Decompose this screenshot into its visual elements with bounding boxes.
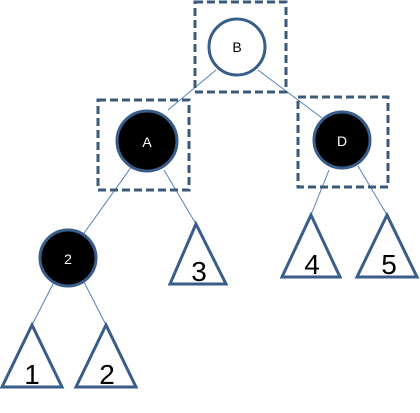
edge-left-t3 [163,169,197,225]
subtree-label-1: 1 [24,359,40,390]
subtree-label-2: 2 [99,359,115,390]
dashed-box-root [193,0,288,94]
node-labels: B A D 2 [64,39,347,267]
nodes [38,17,372,288]
dashed-box-left [96,98,191,192]
node-label-left: A [142,134,152,150]
tree-node-right [312,110,372,170]
subtree-triangle-3 [167,220,229,286]
subtree-triangle-4 [279,211,343,279]
tree-node-left-left [38,228,98,288]
subtree-triangle-2 [73,321,139,389]
edge-right-t4 [310,169,330,216]
subtree-label-3: 3 [191,256,207,287]
edge-right-t5 [357,165,388,216]
edge-left-leftleft [81,165,133,237]
edges [31,69,388,326]
subtree-label-4: 4 [304,249,320,280]
node-label-right: D [337,133,347,149]
tree-node-left [115,109,179,173]
node-label-root: B [232,39,241,55]
edge-root-left [167,69,217,111]
subtree-triangle-1 [0,321,65,389]
subtree-triangle-5 [354,211,420,279]
tree-node-root [207,17,267,77]
subtrees [0,211,420,389]
subtree-label-5: 5 [381,249,397,280]
dashed-box-right [296,95,390,189]
node-label-left-left: 2 [64,251,72,267]
edge-leftleft-t2 [83,281,107,326]
dashed-boxes [96,0,390,192]
edge-leftleft-t1 [31,281,55,326]
subtree-labels: 1 2 3 4 5 [24,249,397,390]
edge-root-right [257,69,323,119]
